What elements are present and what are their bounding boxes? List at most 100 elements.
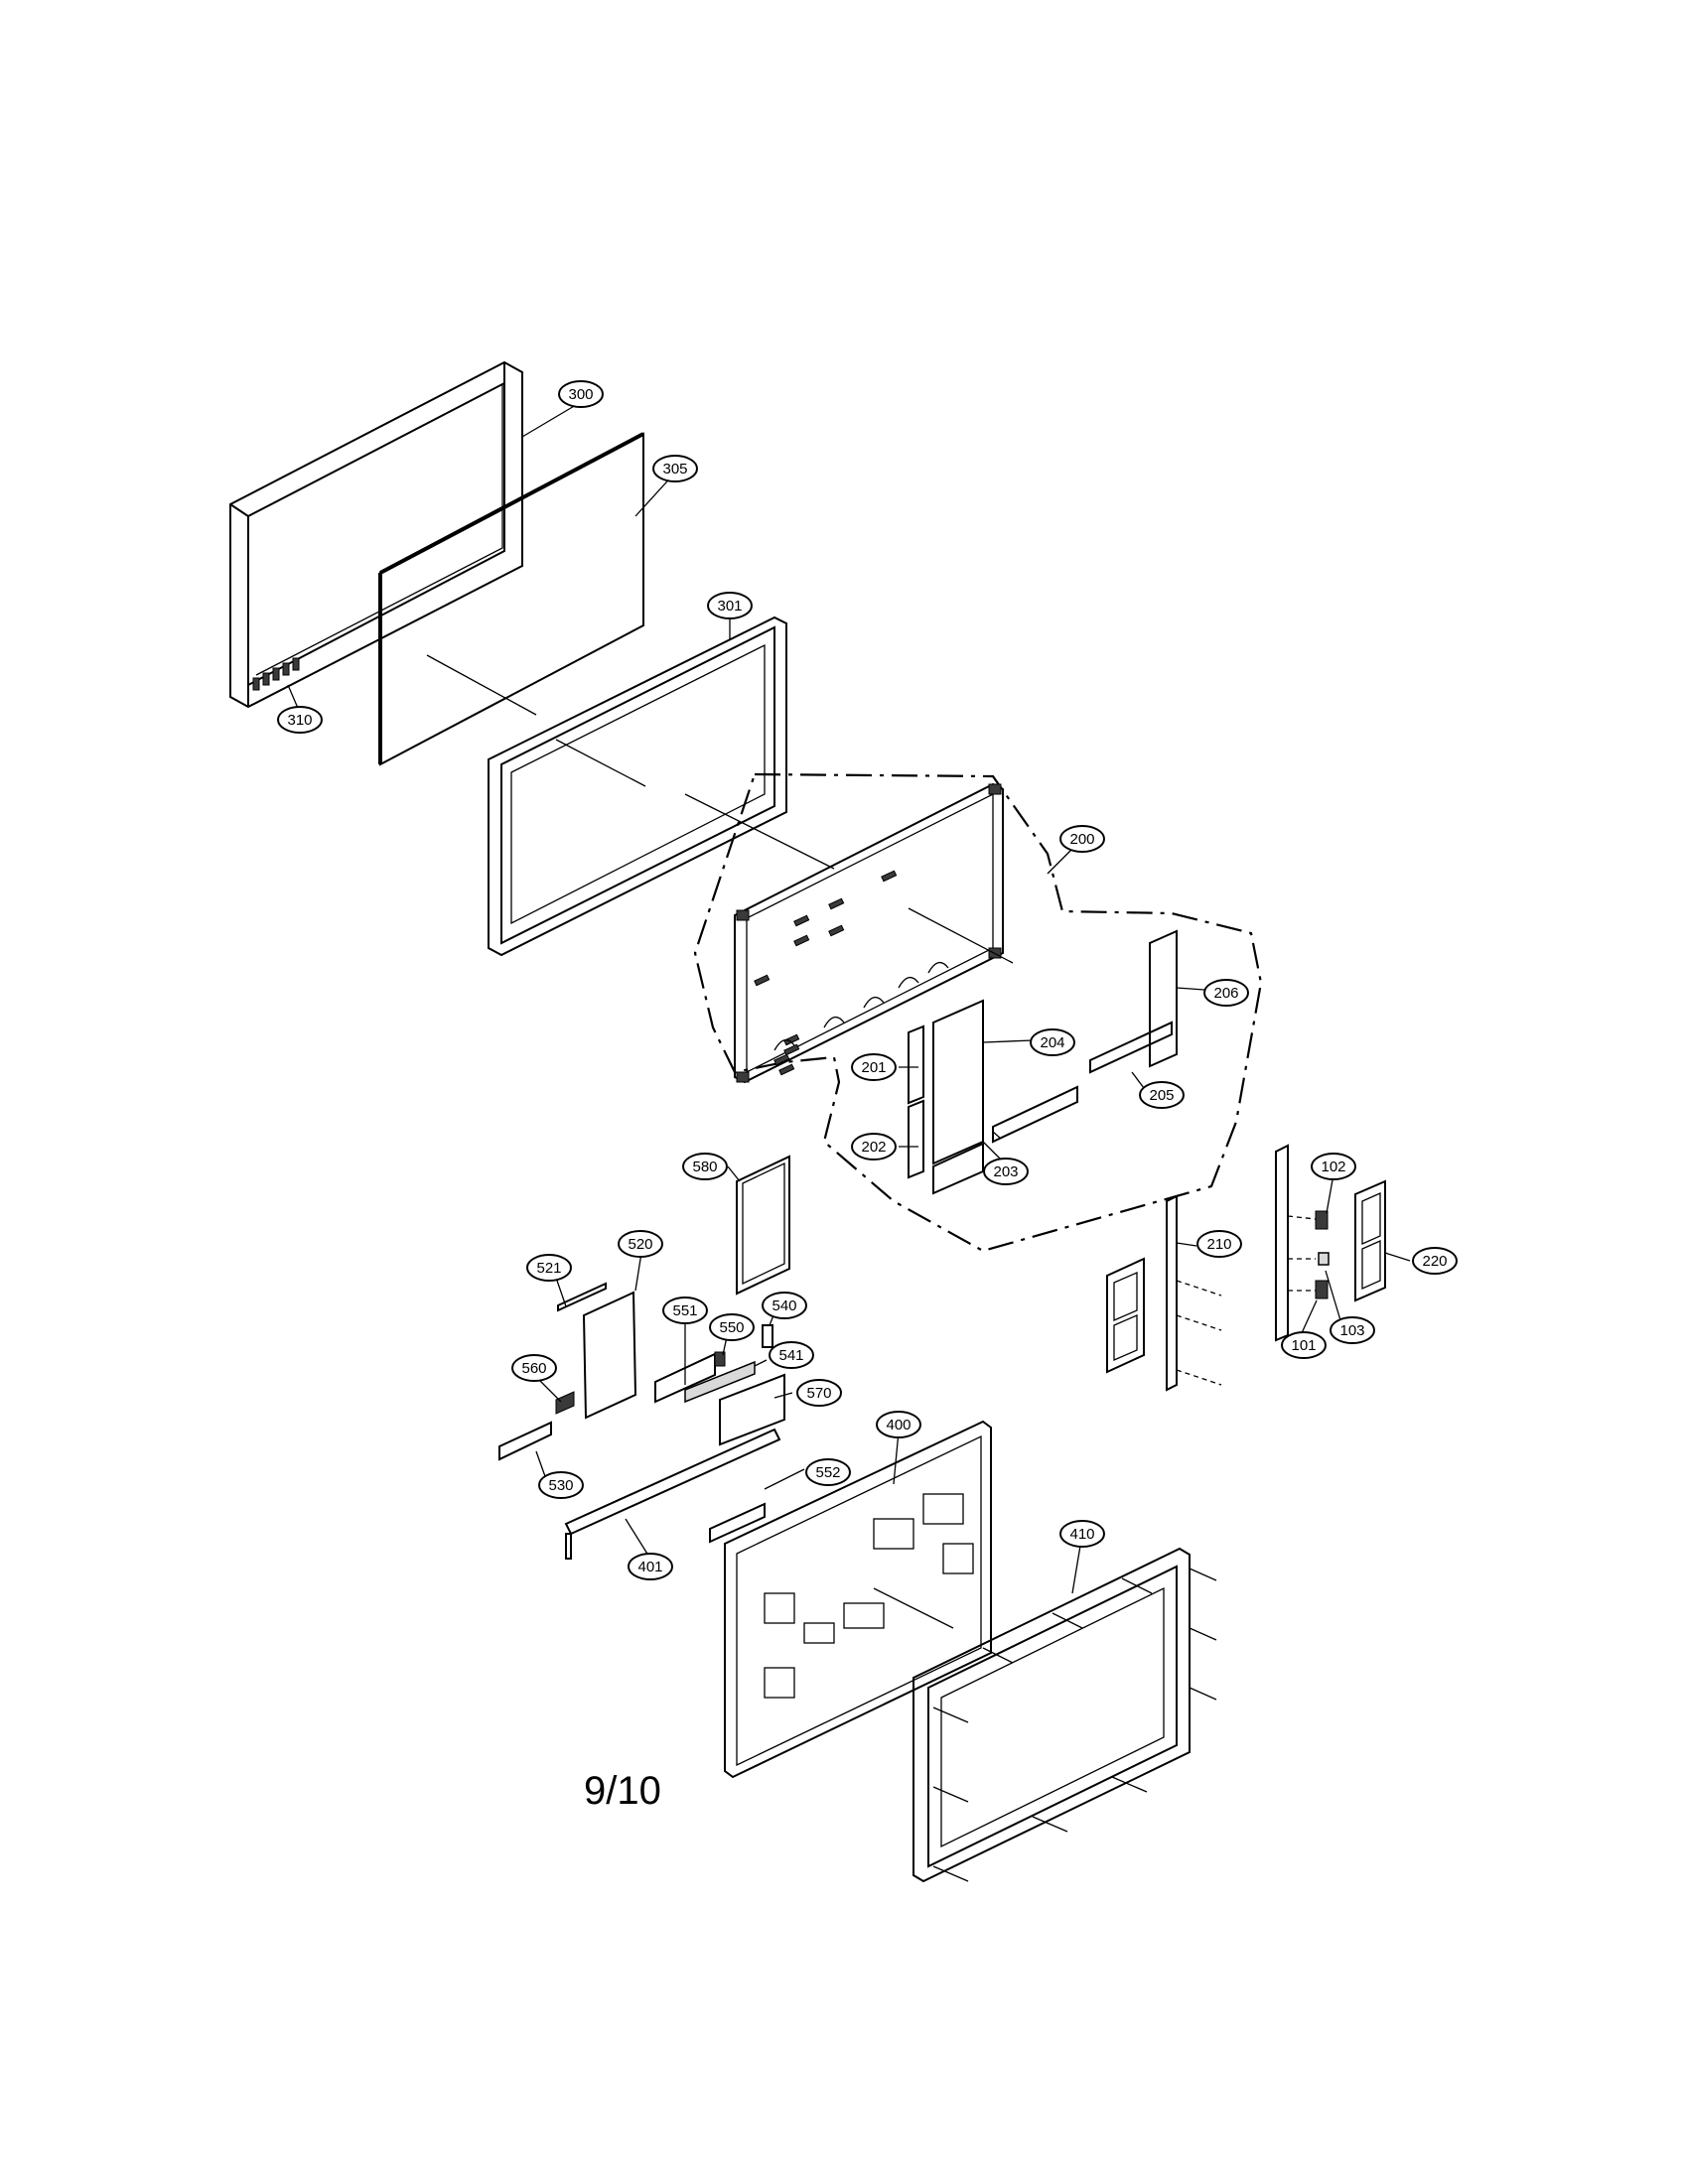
part-number-label: 204 xyxy=(1040,1034,1064,1051)
part-number-label: 540 xyxy=(772,1297,796,1314)
callout-oval xyxy=(511,1354,557,1382)
part-number-label: 101 xyxy=(1291,1337,1316,1354)
callout-oval xyxy=(805,1458,851,1486)
part-number-label: 520 xyxy=(628,1236,652,1253)
part-callout-300: 300 xyxy=(558,380,604,408)
part-callout-550: 550 xyxy=(709,1313,755,1341)
part-number-label: 541 xyxy=(778,1347,803,1364)
callout-oval xyxy=(662,1297,708,1324)
part-number-label: 206 xyxy=(1213,985,1238,1002)
callout-oval xyxy=(1030,1028,1075,1056)
callout-oval xyxy=(1311,1153,1356,1180)
part-number-label: 103 xyxy=(1339,1322,1364,1339)
callout-oval xyxy=(538,1471,584,1499)
part-number-label: 203 xyxy=(993,1163,1018,1180)
part-callout-570: 570 xyxy=(796,1379,842,1407)
side-brackets-drawing xyxy=(1106,1144,1386,1392)
front-bezel-frame-drawing xyxy=(229,360,523,709)
callout-oval xyxy=(851,1133,897,1160)
callout-oval xyxy=(983,1158,1029,1185)
main-board-assembly-drawing xyxy=(498,1282,785,1560)
part-number-label: 310 xyxy=(287,712,312,729)
callout-oval xyxy=(526,1254,572,1282)
part-number-label: 300 xyxy=(568,386,593,403)
part-callout-220: 220 xyxy=(1412,1247,1458,1275)
part-callouts: 300 305 301 310 200 206 204 201 205 202 203 580 102 2… xyxy=(277,380,1458,1580)
callout-oval xyxy=(876,1411,921,1438)
part-number-label: 202 xyxy=(861,1139,886,1156)
part-number-label: 305 xyxy=(662,461,687,478)
part-number-label: 102 xyxy=(1321,1159,1345,1175)
part-callout-521: 521 xyxy=(526,1254,572,1282)
callout-oval xyxy=(796,1379,842,1407)
part-callout-400: 400 xyxy=(876,1411,921,1438)
part-number-label: 570 xyxy=(806,1385,831,1402)
callout-oval xyxy=(628,1553,673,1580)
callout-oval xyxy=(652,455,698,482)
part-callout-101: 101 xyxy=(1281,1331,1327,1359)
callout-oval xyxy=(558,380,604,408)
part-callout-200: 200 xyxy=(1059,825,1105,853)
callout-oval xyxy=(851,1053,897,1081)
part-callout-210: 210 xyxy=(1196,1230,1242,1258)
filter-frame-drawing xyxy=(488,615,835,957)
part-number-label: 401 xyxy=(637,1559,662,1575)
part-number-label: 551 xyxy=(672,1302,697,1319)
filter-glass-drawing xyxy=(378,432,644,766)
part-number-label: 210 xyxy=(1206,1236,1231,1253)
part-callout-541: 541 xyxy=(769,1341,814,1369)
module-boards-drawing xyxy=(908,929,1178,1195)
part-callout-560: 560 xyxy=(511,1354,557,1382)
part-callout-305: 305 xyxy=(652,455,698,482)
callout-oval xyxy=(1059,1520,1105,1548)
part-callout-310: 310 xyxy=(277,706,323,734)
callout-oval xyxy=(1330,1316,1375,1344)
part-number-label: 220 xyxy=(1422,1253,1447,1270)
part-callout-206: 206 xyxy=(1203,979,1249,1007)
part-callout-520: 520 xyxy=(618,1230,663,1258)
part-callout-205: 205 xyxy=(1139,1081,1185,1109)
part-number-label: 201 xyxy=(861,1059,886,1076)
part-number-label: 550 xyxy=(719,1319,744,1336)
part-callout-552: 552 xyxy=(805,1458,851,1486)
rear-frame-drawing xyxy=(912,1547,1217,1883)
part-number-label: 552 xyxy=(815,1464,840,1481)
part-callout-201: 201 xyxy=(851,1053,897,1081)
part-callout-203: 203 xyxy=(983,1158,1029,1185)
callout-oval xyxy=(709,1313,755,1341)
part-callout-530: 530 xyxy=(538,1471,584,1499)
part-number-label: 530 xyxy=(548,1477,573,1494)
part-callout-102: 102 xyxy=(1311,1153,1356,1180)
callout-oval xyxy=(762,1292,807,1319)
pdp-module-group-drawing xyxy=(693,772,1263,1253)
part-callout-301: 301 xyxy=(707,592,753,619)
part-number-label: 205 xyxy=(1149,1087,1174,1104)
part-callout-580: 580 xyxy=(682,1153,728,1180)
part-callout-410: 410 xyxy=(1059,1520,1105,1548)
callout-oval xyxy=(1139,1081,1185,1109)
part-callout-540: 540 xyxy=(762,1292,807,1319)
page-number: 9/10 xyxy=(584,1769,661,1813)
rear-cabinet-drawing xyxy=(724,1420,992,1779)
part-number-label: 410 xyxy=(1069,1526,1094,1543)
part-callout-551: 551 xyxy=(662,1297,708,1324)
callout-oval xyxy=(277,706,323,734)
callout-oval xyxy=(1281,1331,1327,1359)
callout-oval xyxy=(707,592,753,619)
part-number-label: 560 xyxy=(521,1360,546,1377)
part-number-label: 580 xyxy=(692,1159,717,1175)
part-number-label: 200 xyxy=(1069,831,1094,848)
part-callout-103: 103 xyxy=(1330,1316,1375,1344)
callout-oval xyxy=(1196,1230,1242,1258)
callout-oval xyxy=(618,1230,663,1258)
board-580-drawing xyxy=(736,1155,790,1296)
part-callout-204: 204 xyxy=(1030,1028,1075,1056)
part-callout-401: 401 xyxy=(628,1553,673,1580)
callout-oval xyxy=(1203,979,1249,1007)
callout-oval xyxy=(769,1341,814,1369)
part-number-label: 301 xyxy=(717,598,742,614)
part-callout-202: 202 xyxy=(851,1133,897,1160)
callout-oval xyxy=(682,1153,728,1180)
callout-oval xyxy=(1412,1247,1458,1275)
